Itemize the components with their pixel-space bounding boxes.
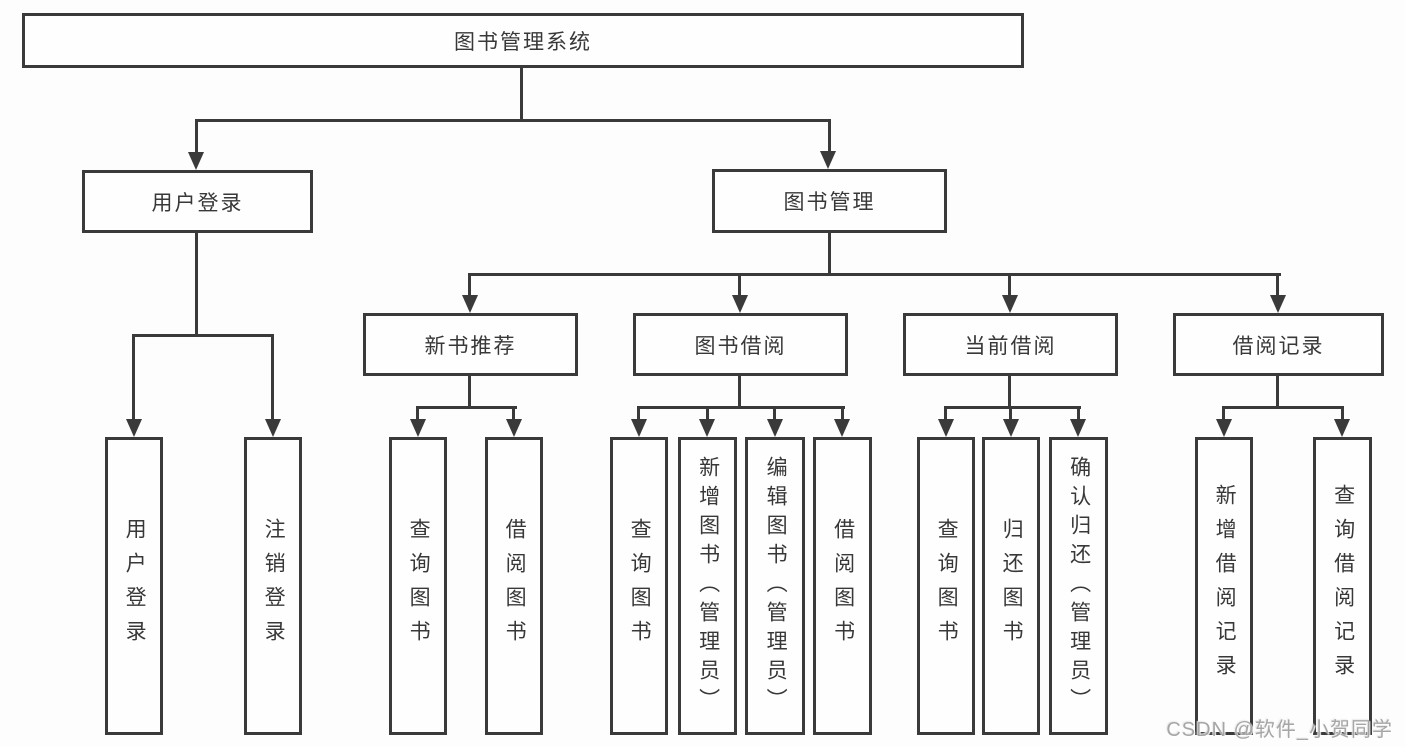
arrow-down-icon <box>938 419 954 437</box>
connector-line <box>1077 406 1080 422</box>
connector-line <box>468 273 471 298</box>
node-new-book-recommendation: 新书推荐 <box>363 313 578 376</box>
node-label: 查询图书 <box>407 518 431 654</box>
node-label: 新增借阅记录 <box>1213 484 1237 688</box>
connector-line <box>132 334 135 421</box>
arrow-down-icon <box>1070 419 1086 437</box>
connector-line <box>773 406 776 422</box>
node-current-borrowing: 当前借阅 <box>903 313 1118 376</box>
connector-line <box>195 119 198 154</box>
node-library-management-system: 图书管理系统 <box>22 13 1024 68</box>
node-leaf-borrow-books-recommend: 借阅图书 <box>485 437 543 735</box>
connector-line <box>637 406 845 409</box>
node-leaf-return-books: 归还图书 <box>982 437 1040 735</box>
node-label: 确认归还（管理员） <box>1067 455 1091 717</box>
arrow-down-icon <box>126 419 142 437</box>
connector-line <box>738 376 741 409</box>
node-leaf-query-books-borrow: 查询图书 <box>610 437 668 735</box>
node-book-borrowing: 图书借阅 <box>633 313 848 376</box>
node-leaf-edit-book-admin: 编辑图书（管理员） <box>745 437 805 735</box>
node-label: 查询借阅记录 <box>1331 484 1355 688</box>
connector-line <box>468 273 1281 276</box>
connector-line <box>195 119 831 122</box>
arrow-down-icon <box>1270 295 1286 313</box>
arrow-down-icon <box>699 419 715 437</box>
connector-line <box>944 406 1081 409</box>
connector-line <box>944 406 947 422</box>
node-borrowing-records: 借阅记录 <box>1173 313 1384 376</box>
node-label: 注销登录 <box>262 518 286 654</box>
node-label: 借阅图书 <box>503 518 527 654</box>
arrow-down-icon <box>834 419 850 437</box>
connector-line <box>1222 406 1225 422</box>
arrow-down-icon <box>767 419 783 437</box>
node-leaf-add-book-admin: 新增图书（管理员） <box>678 437 737 735</box>
node-leaf-logout: 注销登录 <box>244 437 302 735</box>
connector-line <box>520 68 523 122</box>
node-leaf-query-books-current: 查询图书 <box>917 437 975 735</box>
arrow-down-icon <box>1002 295 1018 313</box>
node-leaf-add-borrow-record: 新增借阅记录 <box>1195 437 1253 735</box>
node-label: 查询图书 <box>935 518 959 654</box>
connector-line <box>416 406 419 422</box>
arrow-down-icon <box>631 419 647 437</box>
connector-line <box>841 406 844 422</box>
arrow-down-icon <box>1003 419 1019 437</box>
arrow-down-icon <box>732 295 748 313</box>
arrow-down-icon <box>820 151 836 169</box>
connector-line <box>512 406 515 422</box>
connector-line <box>828 119 831 153</box>
connector-line <box>1009 406 1012 422</box>
node-leaf-query-borrow-record: 查询借阅记录 <box>1313 437 1372 735</box>
node-book-management: 图书管理 <box>712 169 947 233</box>
arrow-down-icon <box>265 419 281 437</box>
node-label: 新增图书（管理员） <box>696 455 720 717</box>
arrow-down-icon <box>506 419 522 437</box>
connector-line <box>828 233 831 276</box>
connector-line <box>1008 376 1011 409</box>
connector-line <box>1222 406 1344 409</box>
connector-line <box>637 406 640 422</box>
connector-line <box>271 334 274 421</box>
node-label: 借阅图书 <box>831 518 855 654</box>
node-leaf-confirm-return-admin: 确认归还（管理员） <box>1049 437 1108 735</box>
node-leaf-borrow-books-borrow: 借阅图书 <box>813 437 872 735</box>
connector-line <box>468 376 471 409</box>
watermark: CSDN @软件_小贺同学 <box>1166 719 1393 741</box>
arrow-down-icon <box>1216 419 1232 437</box>
connector-line <box>195 233 198 337</box>
connector-line <box>1276 273 1279 298</box>
connector-line <box>738 273 741 298</box>
node-leaf-query-books-recommend: 查询图书 <box>389 437 447 735</box>
connector-line <box>132 334 274 337</box>
node-label: 查询图书 <box>628 518 652 654</box>
node-label: 归还图书 <box>1000 518 1024 654</box>
node-leaf-user-login: 用户登录 <box>105 437 163 735</box>
connector-line <box>416 406 517 409</box>
arrow-down-icon <box>1334 419 1350 437</box>
node-label: 用户登录 <box>123 518 147 654</box>
connector-line <box>706 406 709 422</box>
connector-line <box>1341 406 1344 422</box>
arrow-down-icon <box>462 295 478 313</box>
connector-line <box>1276 376 1279 409</box>
arrow-down-icon <box>410 419 426 437</box>
node-user-login: 用户登录 <box>82 170 313 233</box>
connector-line <box>1008 273 1011 298</box>
node-label: 编辑图书（管理员） <box>764 455 788 717</box>
arrow-down-icon <box>188 152 204 170</box>
